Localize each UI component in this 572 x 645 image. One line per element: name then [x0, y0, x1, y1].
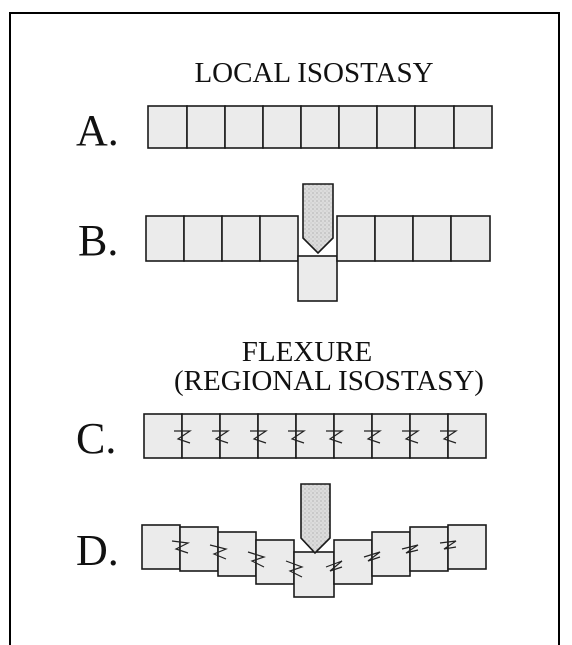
spring-icon [174, 430, 192, 444]
spring-icon [401, 544, 419, 554]
panel-a-diagram [147, 105, 493, 149]
block [257, 413, 297, 459]
block [181, 413, 221, 459]
spring-icon [326, 430, 344, 444]
block [221, 215, 261, 262]
panel-c-label: C. [76, 414, 116, 463]
title-flexure: FLEXURE [242, 336, 373, 368]
block [409, 526, 449, 572]
block [224, 105, 264, 149]
spring-icon [363, 551, 381, 562]
spring-icon [439, 540, 457, 550]
block [376, 105, 416, 149]
spring-icon [250, 430, 268, 444]
depressed-block [293, 551, 335, 598]
panel-c-diagram [143, 413, 487, 459]
spring-icon [212, 430, 230, 444]
block [371, 413, 411, 459]
spring-icon [325, 560, 343, 572]
panel-b-diagram [145, 183, 491, 302]
block [300, 105, 340, 149]
block [183, 215, 223, 262]
block [409, 413, 449, 459]
panel-b-label: B. [78, 216, 118, 265]
block [219, 413, 259, 459]
title-regional-isostasy: (REGIONAL ISOSTASY) [174, 365, 484, 397]
block [333, 413, 373, 459]
block [179, 526, 219, 572]
load-indenter [302, 183, 334, 255]
load-indenter [300, 483, 331, 555]
block [141, 524, 181, 570]
spring-icon [247, 551, 266, 568]
block [262, 105, 302, 149]
block [414, 105, 455, 149]
block [259, 215, 299, 262]
spring-icon [171, 540, 191, 554]
block [450, 215, 491, 262]
panel-d-label: D. [76, 526, 119, 575]
block [374, 215, 414, 262]
figure-frame [9, 12, 560, 645]
depressed-block [297, 255, 338, 302]
spring-icon [440, 430, 458, 444]
block [186, 105, 226, 149]
block [147, 105, 188, 149]
block [295, 413, 335, 459]
block [217, 531, 257, 577]
spring-icon [285, 560, 304, 578]
block [143, 413, 183, 459]
block [371, 531, 411, 577]
spring-icon [288, 430, 306, 444]
panel-a-label: A. [76, 106, 119, 155]
block [453, 105, 493, 149]
spring-icon [364, 430, 382, 444]
panel-d-diagram [141, 483, 487, 598]
title-local-isostasy: LOCAL ISOSTASY [194, 57, 433, 89]
block [338, 105, 378, 149]
block [145, 215, 185, 262]
block [447, 413, 487, 459]
block [336, 215, 376, 262]
spring-icon [402, 430, 420, 444]
block [412, 215, 452, 262]
spring-icon [209, 544, 228, 560]
